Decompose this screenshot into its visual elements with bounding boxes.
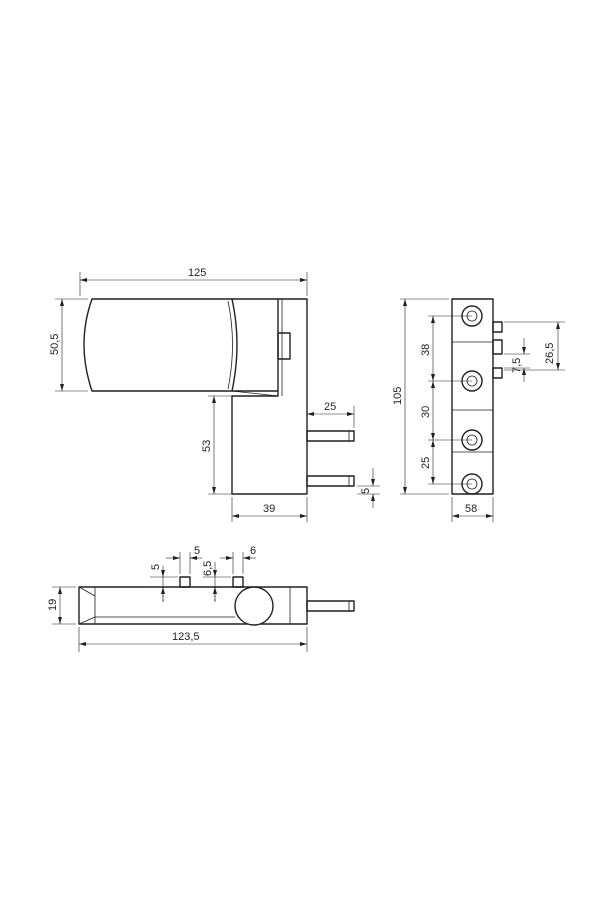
front-plate (451, 298, 494, 495)
dim-front-height: 105 (392, 387, 404, 405)
hinge-leaf (83, 298, 238, 392)
hinge-leaf-inner-edge (227, 300, 233, 390)
dim-bottom-height: 19 (47, 599, 59, 611)
dim-pin-offset: 26,5 (544, 343, 556, 364)
dim-stud-height-1: 5 (150, 564, 162, 570)
bottom-stud-2 (232, 576, 244, 588)
dim-pin-gap: 5 (360, 488, 372, 494)
dim-hole-spacing-2: 30 (420, 406, 432, 418)
front-stud-2 (492, 339, 503, 355)
dim-pin-step: 7,5 (511, 358, 523, 373)
pin-upper (306, 430, 355, 442)
front-stud-1 (492, 321, 503, 333)
leaf-clip (277, 332, 291, 360)
pin-lower (306, 475, 355, 487)
dim-bottom-width: 123,5 (172, 631, 200, 643)
bottom-pin (306, 600, 355, 612)
dim-stud-height-2: 6,5 (202, 561, 214, 576)
dim-top-height: 50,5 (49, 334, 61, 355)
dim-pin-length: 25 (324, 401, 336, 413)
dim-hole-spacing-1: 38 (420, 344, 432, 356)
bottom-stud-1 (179, 576, 191, 588)
dim-stud-width-1: 5 (194, 545, 200, 557)
dim-body-width: 39 (263, 503, 275, 515)
dim-body-height: 53 (201, 440, 213, 452)
front-stud-3 (492, 367, 503, 379)
dim-hole-spacing-3: 25 (420, 457, 432, 469)
dim-front-width: 58 (465, 503, 477, 515)
bottom-knuckle (234, 586, 274, 626)
dim-top-width: 125 (188, 267, 206, 279)
side-view: 125 50,5 53 39 25 5 (49, 267, 380, 522)
front-view: 105 38 30 25 58 26,5 (392, 298, 565, 522)
hinge-body (231, 298, 308, 495)
bottom-view: 19 123,5 5 5 6 (47, 545, 355, 652)
dim-stud-width-2: 6 (250, 545, 256, 557)
